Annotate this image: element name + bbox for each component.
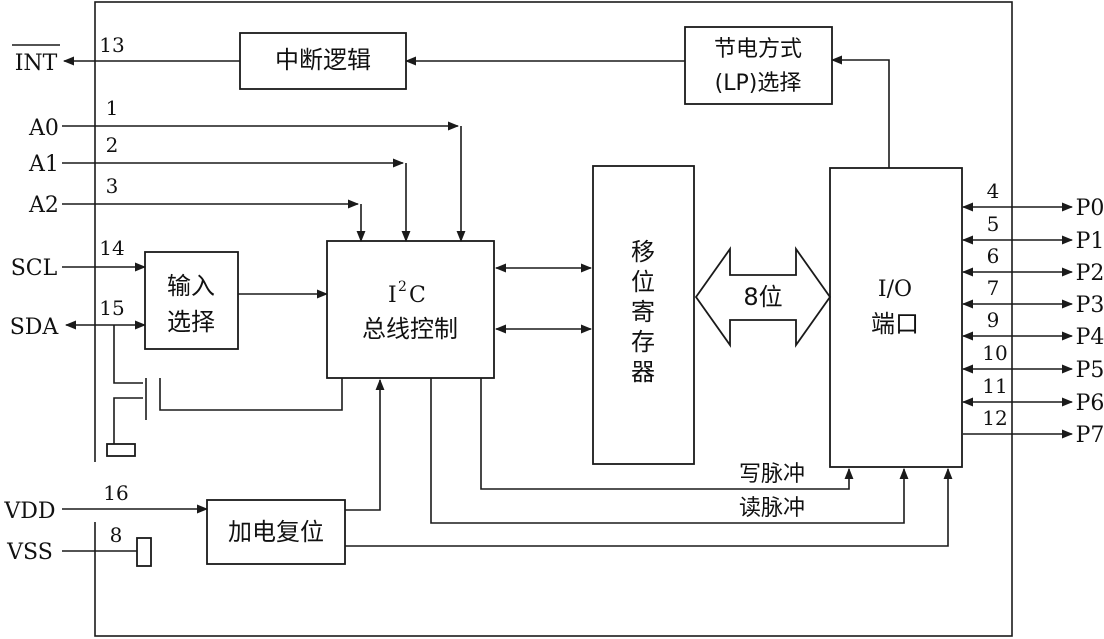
input-select-label-1: 输入 (167, 272, 215, 300)
power-on-reset-block (206, 499, 346, 565)
io-port-block (829, 167, 963, 468)
sda-label: SDA (10, 315, 60, 340)
reset-to-i2c-line (345, 378, 385, 511)
i2c-label-c: C (409, 283, 426, 308)
port-p0-pin: 4 (987, 179, 1000, 203)
int-pin: 13 (99, 33, 124, 57)
port-p0-label: P0 (1076, 196, 1104, 221)
interrupt-logic-block (239, 32, 407, 90)
port-p7-pin: 12 (982, 406, 1007, 430)
port-p5: 10 P5 (961, 341, 1104, 383)
a0-pin: 1 (106, 96, 119, 120)
port-p3-pin: 7 (987, 276, 1000, 300)
read-pulse-line (430, 378, 909, 524)
vss-pin: 8 (110, 523, 123, 547)
port-p3: 7 P3 (961, 276, 1104, 318)
i2c-label-2: 总线控制 (362, 315, 458, 343)
transistor-source-wire (113, 397, 143, 440)
vdd-pin: 16 (103, 481, 128, 505)
port-p0: 4 P0 (961, 179, 1104, 221)
port-p6-label: P6 (1076, 391, 1104, 416)
input-select-block (144, 251, 239, 350)
port-p1-label: P1 (1076, 229, 1104, 254)
port-p7: 12 P7 (963, 406, 1104, 448)
vdd-label: VDD (3, 499, 55, 524)
a2-pin: 3 (106, 174, 119, 198)
port-p4: 9 P4 (961, 308, 1104, 350)
port-p7-label: P7 (1076, 423, 1104, 448)
vss-label: VSS (6, 540, 53, 565)
port-p1-pin: 5 (987, 212, 1000, 236)
write-pulse-label: 写脉冲 (739, 462, 805, 487)
input-select-label-2: 选择 (167, 308, 215, 336)
port-p6: 11 P6 (961, 374, 1104, 416)
port-p3-label: P3 (1076, 293, 1104, 318)
shift-register-char-2: 位 (631, 268, 655, 296)
reset-to-io-line (345, 467, 953, 547)
eight-bit-bus-arrow (694, 246, 832, 348)
i2c-bus-control-block (326, 240, 495, 379)
a0-label: A0 (28, 116, 59, 141)
sda-drain-wire (113, 325, 143, 384)
bus-width-label: 8位 (743, 283, 782, 311)
port-p2-pin: 6 (987, 244, 1000, 268)
ground-symbol (106, 443, 136, 457)
port-p4-pin: 9 (987, 308, 1000, 332)
chip-outline (94, 1, 1013, 637)
a2-label: A2 (28, 193, 59, 218)
read-pulse-label: 读脉冲 (739, 496, 805, 521)
shift-register-block (592, 165, 695, 465)
io-port-label-2: 端口 (871, 310, 919, 338)
scl-label: SCL (11, 256, 58, 281)
sda-pin: 15 (99, 296, 124, 320)
write-pulse-line (480, 378, 854, 490)
io-port-label-1: I/O (878, 277, 912, 302)
i2c-to-transistor-wire (159, 378, 343, 411)
shift-register-char-3: 寄 (631, 298, 655, 326)
io-to-lp-line (830, 55, 890, 168)
port-p5-pin: 10 (982, 341, 1007, 365)
int-signal-label: INT (15, 51, 58, 76)
shift-register-char-4: 存 (631, 328, 655, 356)
power-save-label-1: 节电方式 (714, 37, 802, 62)
vss-ground-symbol (136, 537, 152, 567)
port-p5-label: P5 (1076, 358, 1104, 383)
power-save-select-block (684, 26, 833, 105)
port-p4-label: P4 (1076, 325, 1104, 350)
shift-register-char-1: 移 (631, 238, 655, 266)
shift-register-char-5: 器 (631, 358, 655, 386)
outline-break (91, 462, 99, 522)
port-p6-pin: 11 (982, 374, 1007, 398)
interrupt-logic-label: 中断逻辑 (275, 46, 371, 74)
port-p2: 6 P2 (961, 244, 1104, 286)
i2c-label-i: I (388, 283, 397, 308)
power-save-label-2: (LP)选择 (715, 71, 802, 96)
i2c-label-sup: 2 (398, 279, 407, 295)
port-p2-label: P2 (1076, 261, 1104, 286)
port-p1: 5 P1 (961, 212, 1104, 254)
a1-pin: 2 (106, 133, 119, 157)
scl-pin: 14 (99, 236, 124, 260)
power-on-reset-label: 加电复位 (228, 518, 324, 546)
a1-label: A1 (28, 152, 59, 177)
